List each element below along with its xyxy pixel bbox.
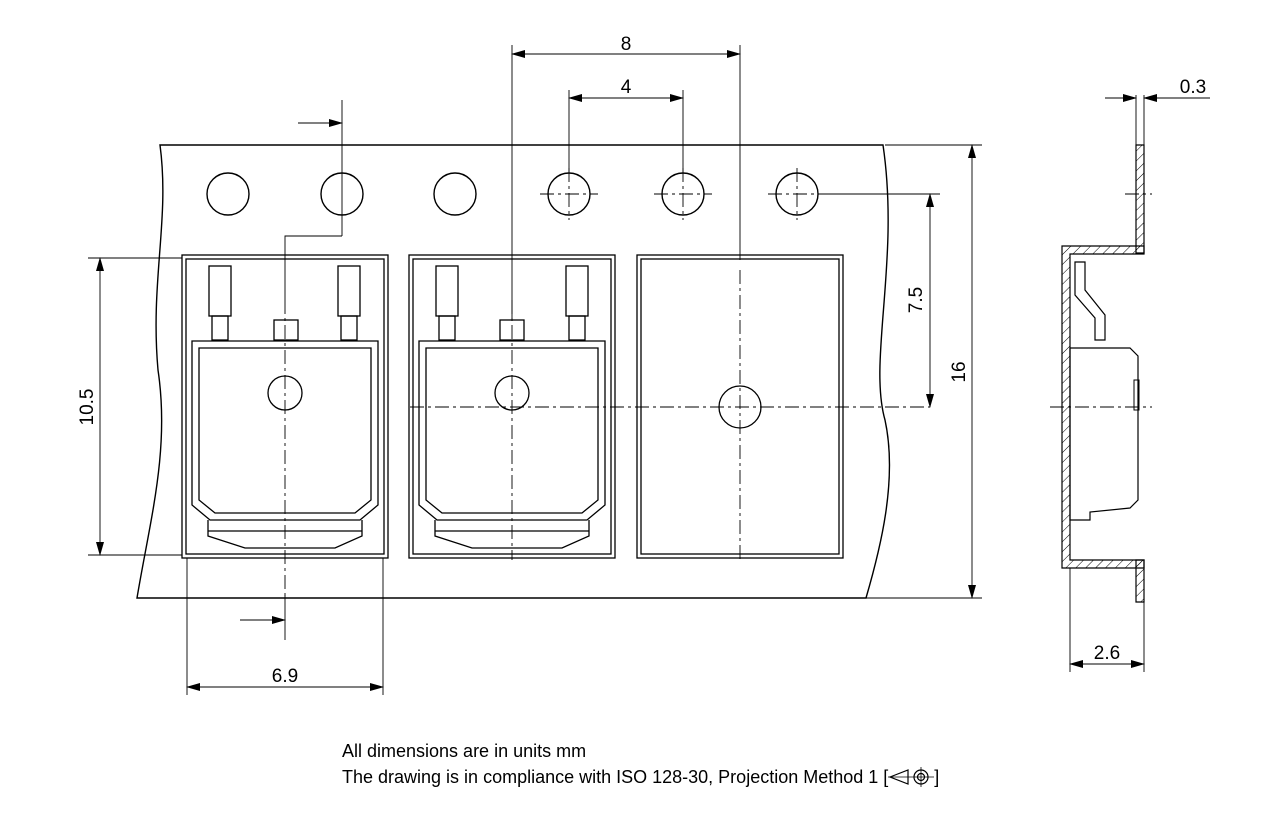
dim-2-6-label: 2.6 <box>1094 643 1120 664</box>
compliance-note-close: ] <box>934 767 940 787</box>
units-note: All dimensions are in units mm <box>342 741 587 761</box>
dim-16-label: 16 <box>949 361 970 382</box>
dim-8-label: 8 <box>621 34 632 55</box>
sprocket-hole <box>433 172 477 216</box>
component-1 <box>191 265 379 549</box>
dim-10-5-label: 10.5 <box>77 389 98 426</box>
component-2 <box>418 265 606 549</box>
projection-method-icon <box>888 767 935 787</box>
dim-6-9-label: 6.9 <box>272 666 298 687</box>
dimension-lines <box>88 45 982 695</box>
tape-outline <box>136 144 891 599</box>
compliance-note-text: The drawing is in compliance with ISO 12… <box>342 767 889 787</box>
sprocket-hole <box>206 172 250 216</box>
sprocket-holes <box>206 172 819 216</box>
dim-4-label: 4 <box>621 77 632 98</box>
compliance-note: The drawing is in compliance with ISO 12… <box>342 764 939 790</box>
side-view <box>1061 94 1210 672</box>
dim-0-3-label: 0.3 <box>1180 77 1206 98</box>
center-lines <box>284 168 1152 600</box>
dim-7-5-label: 7.5 <box>906 287 927 313</box>
